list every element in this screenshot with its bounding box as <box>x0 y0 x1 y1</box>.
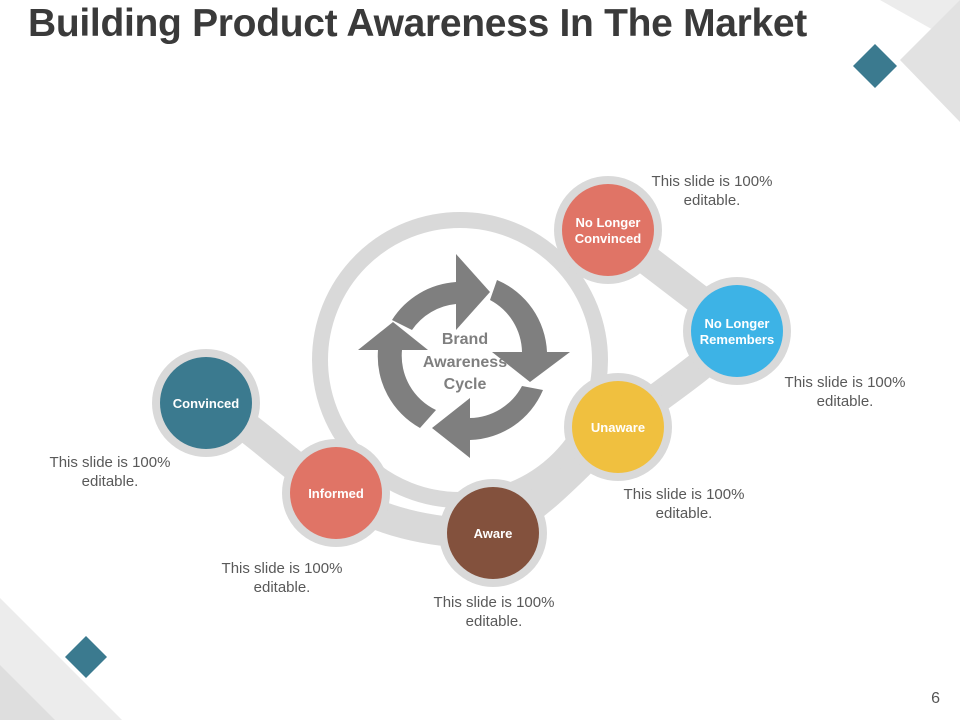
stage-note: This slide is 100% <box>652 173 773 190</box>
center-line-1: Brand <box>442 331 488 348</box>
stage-circle <box>562 184 654 276</box>
stage-label: Convinced <box>575 231 642 246</box>
stage-note: editable. <box>466 613 523 630</box>
stage-note: editable. <box>817 393 874 410</box>
stage-label: Aware <box>474 526 513 541</box>
stage-note: editable. <box>656 505 713 522</box>
stage-note: editable. <box>82 473 139 490</box>
top-right-decoration <box>853 0 960 122</box>
center-label: Brand Awareness Cycle <box>423 331 507 393</box>
stage-label: Remembers <box>700 332 774 347</box>
stage-label: Informed <box>308 486 364 501</box>
stage-label: No Longer <box>705 316 770 331</box>
top-diamond-icon <box>853 44 897 88</box>
stage-note: editable. <box>254 579 311 596</box>
stage-circle <box>572 381 664 473</box>
stage-note: editable. <box>684 192 741 209</box>
center-line-2: Awareness <box>423 354 507 371</box>
slide-title: Building Product Awareness In The Market <box>28 2 807 45</box>
stage-note: This slide is 100% <box>222 560 343 577</box>
stage-circle <box>447 487 539 579</box>
bottom-diamond-icon <box>65 636 107 678</box>
bottom-left-decoration <box>0 598 122 720</box>
stage-label: Unaware <box>591 420 645 435</box>
stage-label: No Longer <box>576 215 641 230</box>
stage-circle <box>691 285 783 377</box>
page-number: 6 <box>931 690 940 707</box>
cycle-arrows-icon <box>358 254 570 458</box>
stage-note: This slide is 100% <box>624 486 745 503</box>
stage-circle <box>290 447 382 539</box>
stage-note: This slide is 100% <box>50 454 171 471</box>
stage-circle <box>160 357 252 449</box>
stage-note: This slide is 100% <box>785 374 906 391</box>
stage-label: Convinced <box>173 396 240 411</box>
center-line-3: Cycle <box>444 376 487 393</box>
stage-note: This slide is 100% <box>434 594 555 611</box>
